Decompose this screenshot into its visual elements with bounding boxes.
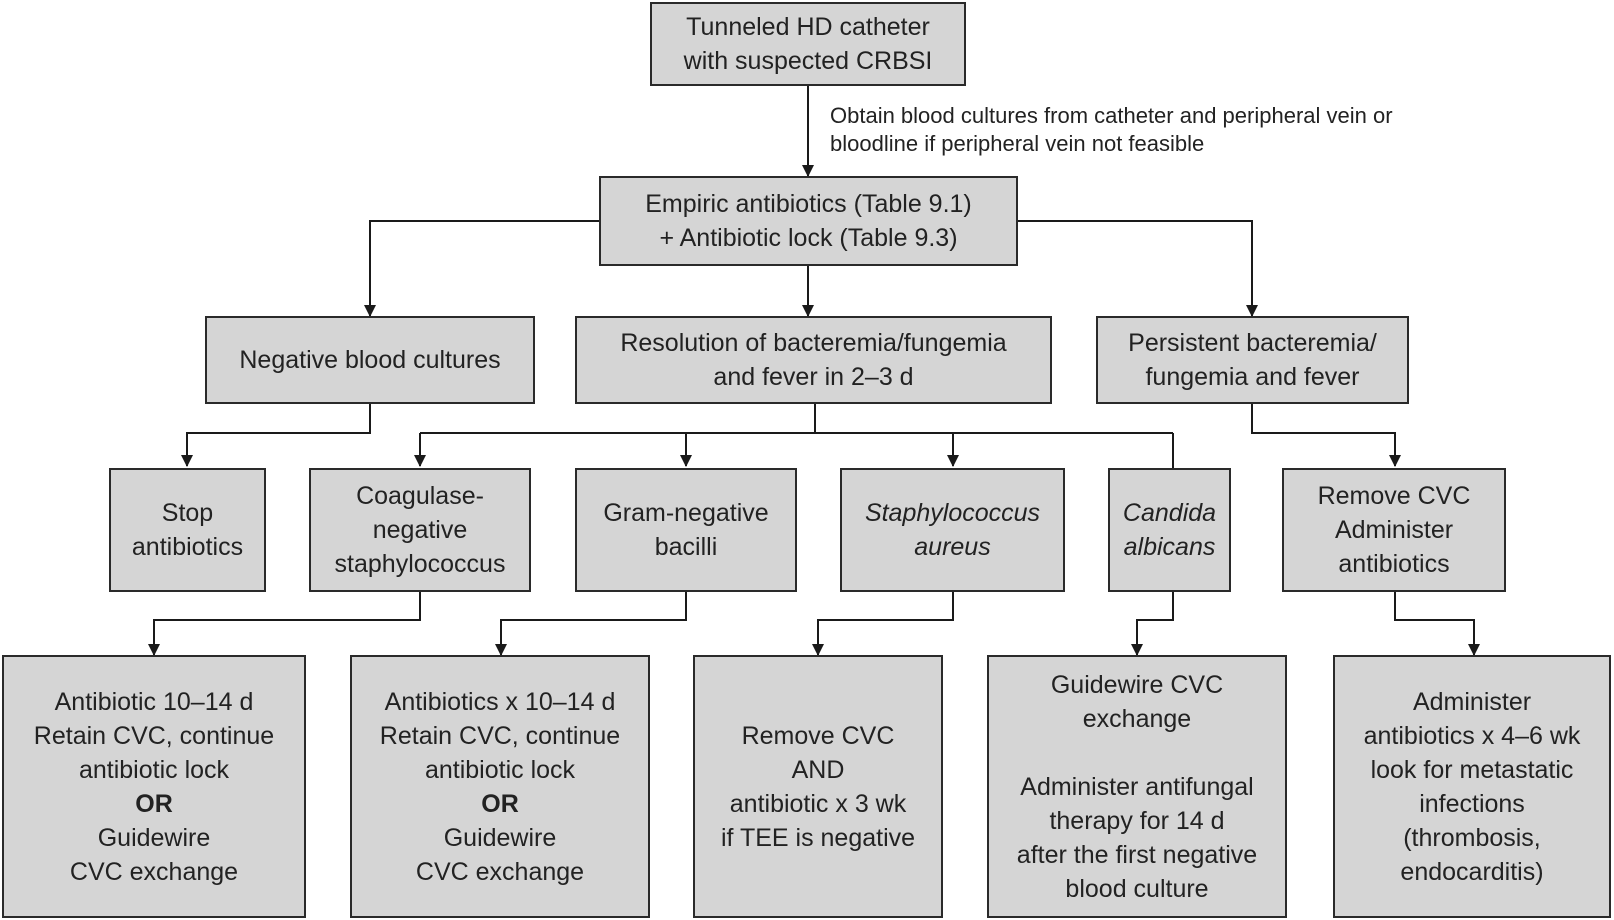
candida-tx-line-6: blood culture bbox=[1065, 874, 1209, 903]
arrow-candida-to-treatment bbox=[1131, 592, 1174, 656]
arrow-cons-to-treatment bbox=[148, 592, 421, 656]
cons-node: Coagulase- negative staphylococcus bbox=[309, 468, 531, 592]
persistent-tx-line-6: endocarditis) bbox=[1400, 857, 1544, 886]
remove-cvc-line-3: antibiotics bbox=[1338, 550, 1450, 578]
candida-tx-line-2: exchange bbox=[1082, 704, 1192, 733]
cons-line-3: staphylococcus bbox=[334, 550, 506, 578]
candida-tx-line-4: therapy for 14 d bbox=[1049, 806, 1225, 835]
resolution-line-2: and fever in 2–3 d bbox=[713, 363, 914, 391]
candida-line-2: albicans bbox=[1123, 533, 1216, 561]
root-line-1: Tunneled HD catheter bbox=[686, 13, 930, 41]
note-line-1: Obtain blood cultures from catheter and … bbox=[830, 103, 1393, 128]
cons-tx-line-2: Retain CVC, continue bbox=[33, 721, 275, 750]
gnb-treatment-node: Antibiotics x 10–14 d Retain CVC, contin… bbox=[350, 655, 650, 918]
blood-culture-note: Obtain blood cultures from catheter and … bbox=[830, 102, 1393, 158]
negative-cultures-node: Negative blood cultures bbox=[205, 316, 535, 404]
remove-cvc-line-2: Administer bbox=[1334, 516, 1454, 544]
persistent-tx-line-4: infections bbox=[1419, 789, 1525, 818]
persistent-node: Persistent bacteremia/ fungemia and feve… bbox=[1096, 316, 1409, 404]
root-line-2: with suspected CRBSI bbox=[683, 47, 933, 75]
empiric-therapy-node: Empiric antibiotics (Table 9.1) + Antibi… bbox=[599, 176, 1018, 266]
arrow-negative-to-stop bbox=[181, 404, 371, 467]
saureus-line-1: Staphylococcus bbox=[864, 499, 1041, 527]
connector-resolution-bus bbox=[420, 404, 1173, 434]
gnb-tx-line-4: Guidewire bbox=[443, 823, 557, 852]
saureus-line-2: aureus bbox=[914, 533, 991, 561]
gnb-tx-line-3: antibiotic lock bbox=[424, 755, 576, 784]
saureus-treatment-node: Remove CVC AND antibiotic x 3 wk if TEE … bbox=[693, 655, 943, 918]
cons-tx-line-1: Antibiotic 10–14 d bbox=[54, 687, 254, 716]
saureus-tx-line-2: AND bbox=[791, 755, 845, 784]
gnb-tx-or: OR bbox=[481, 789, 519, 818]
arrow-remove-cvc-to-treatment bbox=[1394, 592, 1480, 656]
negative-line-1: Negative blood cultures bbox=[239, 346, 501, 374]
gnb-tx-line-5: CVC exchange bbox=[415, 857, 585, 886]
persistent-tx-line-5: (thrombosis, bbox=[1403, 823, 1541, 852]
remove-cvc-node: Remove CVC Administer antibiotics bbox=[1282, 468, 1506, 592]
arrow-gnb-to-treatment bbox=[495, 592, 687, 656]
resolution-node: Resolution of bacteremia/fungemia and fe… bbox=[575, 316, 1052, 404]
persistent-tx-line-2: antibiotics x 4–6 wk bbox=[1363, 721, 1581, 750]
empiric-line-2: + Antibiotic lock (Table 9.3) bbox=[659, 224, 958, 252]
gnb-line-1: Gram-negative bbox=[603, 499, 769, 527]
saureus-node: Staphylococcus aureus bbox=[840, 468, 1065, 592]
cons-tx-or: OR bbox=[135, 789, 173, 818]
saureus-tx-line-1: Remove CVC bbox=[741, 721, 895, 750]
stop-antibiotics-node: Stop antibiotics bbox=[109, 468, 266, 592]
persistent-line-2: fungemia and fever bbox=[1145, 363, 1360, 391]
persistent-tx-line-3: look for metastatic bbox=[1370, 755, 1574, 784]
stop-line-1: Stop bbox=[161, 499, 214, 527]
cons-line-1: Coagulase- bbox=[356, 482, 484, 510]
cons-line-2: negative bbox=[372, 516, 468, 544]
cons-treatment-node: Antibiotic 10–14 d Retain CVC, continue … bbox=[2, 655, 306, 918]
root-node: Tunneled HD catheter with suspected CRBS… bbox=[650, 2, 966, 86]
note-line-2: bloodline if peripheral vein not feasibl… bbox=[830, 131, 1205, 156]
arrow-saureus-to-treatment bbox=[812, 592, 954, 656]
stop-line-2: antibiotics bbox=[131, 533, 244, 561]
cons-tx-line-3: antibiotic lock bbox=[78, 755, 230, 784]
saureus-tx-line-3: antibiotic x 3 wk bbox=[729, 789, 907, 818]
gnb-tx-line-2: Retain CVC, continue bbox=[379, 721, 621, 750]
arrow-empiric-to-persistent bbox=[1018, 220, 1258, 317]
arrow-empiric-to-negative bbox=[364, 220, 599, 317]
cons-tx-line-4: Guidewire bbox=[97, 823, 211, 852]
persistent-line-1: Persistent bacteremia/ bbox=[1128, 329, 1377, 357]
candida-tx-line-1: Guidewire CVC bbox=[1050, 670, 1224, 699]
candida-node: Candida albicans bbox=[1108, 468, 1231, 592]
cons-tx-line-5: CVC exchange bbox=[69, 857, 239, 886]
resolution-line-1: Resolution of bacteremia/fungemia bbox=[620, 329, 1007, 357]
gnb-node: Gram-negative bacilli bbox=[575, 468, 797, 592]
gnb-tx-line-1: Antibiotics x 10–14 d bbox=[384, 687, 616, 716]
arrow-persistent-to-remove-cvc bbox=[1251, 404, 1401, 467]
empiric-line-1: Empiric antibiotics (Table 9.1) bbox=[645, 190, 972, 218]
candida-treatment-node: Guidewire CVC exchange Administer antifu… bbox=[987, 655, 1287, 918]
candida-tx-line-3: Administer antifungal bbox=[1020, 772, 1254, 801]
remove-cvc-line-1: Remove CVC bbox=[1317, 482, 1471, 510]
gnb-line-2: bacilli bbox=[654, 533, 718, 561]
candida-tx-line-5: after the first negative bbox=[1016, 840, 1258, 869]
saureus-tx-line-4: if TEE is negative bbox=[720, 823, 916, 852]
persistent-tx-line-1: Administer bbox=[1412, 687, 1532, 716]
candida-line-1: Candida bbox=[1122, 499, 1217, 527]
persistent-treatment-node: Administer antibiotics x 4–6 wk look for… bbox=[1333, 655, 1611, 918]
